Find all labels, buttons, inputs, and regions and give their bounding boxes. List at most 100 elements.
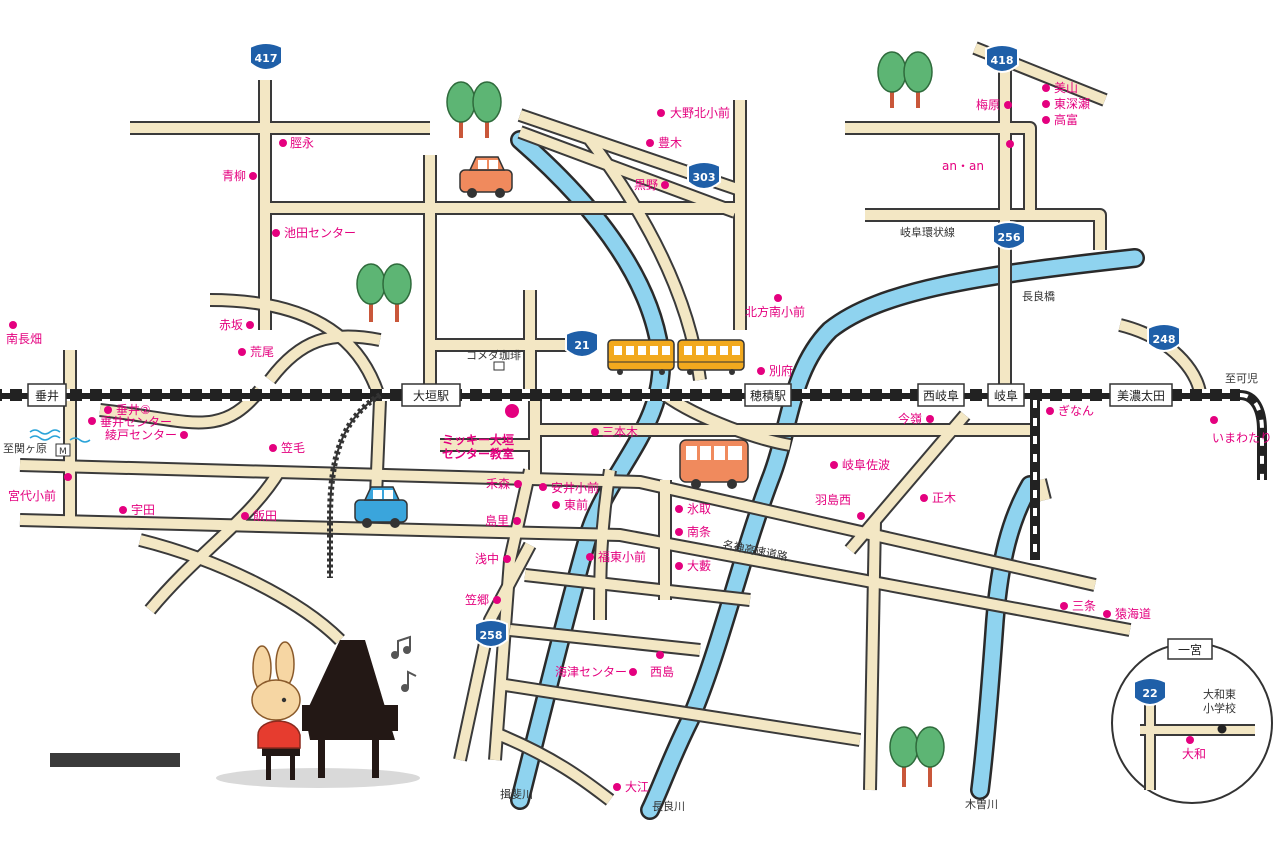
svg-text:岐阜: 岐阜 xyxy=(994,389,1018,403)
place-nanjo: 南条 xyxy=(675,524,711,539)
svg-text:青柳: 青柳 xyxy=(222,169,246,183)
place-himotori: 氷取 xyxy=(675,502,711,516)
car-icon xyxy=(459,156,513,198)
svg-text:綾戸センター: 綾戸センター xyxy=(105,427,177,442)
place-nishijima: 西島 xyxy=(650,651,674,679)
place-kaizu: 海津センター xyxy=(555,664,637,679)
place-masaki: 正木 xyxy=(920,491,956,505)
svg-text:東前: 東前 xyxy=(564,497,588,512)
svg-text:南条: 南条 xyxy=(687,524,711,539)
place-shimazato: 島里 xyxy=(485,513,521,528)
tree-icon xyxy=(356,263,412,322)
svg-text:コメダ珈琲: コメダ珈琲 xyxy=(466,348,521,362)
mascot-piano-illustration xyxy=(216,635,420,788)
nagara-river-label: 長良川 xyxy=(652,799,685,813)
svg-text:垂井②: 垂井② xyxy=(116,403,151,417)
svg-text:垂井: 垂井 xyxy=(35,389,59,403)
nagara-bridge-label: 長良橋 xyxy=(1022,289,1055,303)
route-shield-248: 248 xyxy=(1147,323,1181,352)
svg-text:梅原: 梅原 xyxy=(976,97,1000,112)
place-sarukaido: 猿海道 xyxy=(1103,606,1151,621)
svg-text:島里: 島里 xyxy=(485,513,509,528)
route-shield-303: 303 xyxy=(687,161,721,190)
svg-text:高富: 高富 xyxy=(1054,112,1078,127)
svg-text:M: M xyxy=(59,447,67,457)
svg-text:禾森: 禾森 xyxy=(486,476,510,491)
svg-text:飯田: 飯田 xyxy=(253,508,277,523)
stream-marks: M xyxy=(29,429,91,457)
place-umehara: 梅原 xyxy=(976,97,1012,112)
stations: 垂井 大垣駅 穂積駅 西岐阜 岐阜 美濃太田 xyxy=(27,383,1173,407)
place-ohnokita: 大野北小前 xyxy=(657,105,730,120)
route-shield-418: 418 xyxy=(985,44,1019,73)
svg-text:ぎなん: ぎなん xyxy=(1058,404,1094,418)
place-ginan: ぎなん xyxy=(1046,404,1094,418)
svg-text:大藪: 大藪 xyxy=(687,559,711,573)
car-icon xyxy=(354,486,408,528)
place-labels: 脛永 青柳 池田センター 大野北小前 豊木 黒野 梅原 美山 東深瀬 高富 an… xyxy=(6,81,1272,794)
station-minoota: 美濃太田 xyxy=(1109,383,1173,407)
svg-text:西島: 西島 xyxy=(650,664,674,679)
svg-text:宮代小前: 宮代小前 xyxy=(8,488,56,503)
svg-text:an・an: an・an xyxy=(942,159,984,173)
school-marker[interactable]: ミッキー大垣 センター教室 xyxy=(442,404,519,461)
gifu-ring-road-label: 岐阜環状線 xyxy=(900,225,955,239)
svg-text:赤坂: 赤坂 xyxy=(219,318,243,332)
place-aoyagi: 青柳 xyxy=(222,169,257,183)
place-miyashiro: 宮代小前 xyxy=(8,473,72,503)
to-kani-label: 至可児 xyxy=(1225,372,1258,385)
svg-text:いまわたり: いまわたり xyxy=(1212,431,1272,445)
place-tarui2: 垂井② xyxy=(104,403,151,417)
svg-text:418: 418 xyxy=(991,54,1014,67)
place-sanbongi: 三本木 xyxy=(591,425,638,439)
place-hashimanishi: 羽島西 xyxy=(815,492,865,520)
svg-text:別府: 別府 xyxy=(769,363,793,378)
svg-text:池田センター: 池田センター xyxy=(284,226,356,240)
svg-text:氷取: 氷取 xyxy=(687,502,711,516)
station-nishigifu: 西岐阜 xyxy=(917,383,965,407)
tree-icon xyxy=(877,51,933,108)
place-imawatari: いまわたり xyxy=(1210,416,1272,445)
svg-text:羽島西: 羽島西 xyxy=(815,492,851,507)
route-shield-22: 22 xyxy=(1133,677,1167,706)
svg-text:北方南小前: 北方南小前 xyxy=(745,304,805,319)
place-uta: 宇田 xyxy=(119,503,155,517)
place-gifusaba: 岐阜佐波 xyxy=(830,458,890,472)
svg-text:美濃太田: 美濃太田 xyxy=(1117,388,1165,403)
svg-text:303: 303 xyxy=(693,171,716,184)
place-higashifukase: 東深瀬 xyxy=(1042,97,1090,111)
svg-text:東深瀬: 東深瀬 xyxy=(1054,97,1090,111)
station-tarui: 垂井 xyxy=(27,383,67,407)
svg-text:三本木: 三本木 xyxy=(602,425,638,439)
svg-text:南長畑: 南長畑 xyxy=(6,331,42,346)
place-nogimori: 禾森 xyxy=(486,476,522,491)
train-icon xyxy=(607,339,745,375)
place-anan: an・an xyxy=(942,140,1014,173)
svg-text:福東小前: 福東小前 xyxy=(598,549,646,564)
svg-text:417: 417 xyxy=(255,52,278,65)
place-kurono: 黒野 xyxy=(634,178,669,192)
tree-icon xyxy=(446,81,502,138)
inset-school-line1: 大和東 xyxy=(1203,687,1236,701)
place-takatomi: 高富 xyxy=(1042,112,1078,127)
to-sekigahara-label: 至関ヶ原 xyxy=(3,442,47,455)
svg-text:笠郷: 笠郷 xyxy=(465,592,489,607)
inset-school-line2: 小学校 xyxy=(1203,701,1236,715)
inset-yamato-label: 大和 xyxy=(1182,747,1206,761)
svg-text:美山: 美山 xyxy=(1054,81,1078,95)
school-label-line2: センター教室 xyxy=(442,446,514,461)
komeda-landmark: コメダ珈琲 xyxy=(466,348,521,371)
place-yasui: 安井小前 xyxy=(539,480,599,495)
place-fukuhigashi: 福東小前 xyxy=(586,549,646,564)
inset-map-ichinomiya: 一宮 22 大和東 小学校 大和 xyxy=(1111,638,1273,804)
route-shield-21: 21 xyxy=(565,329,599,358)
svg-text:穂積駅: 穂積駅 xyxy=(750,388,786,403)
place-keiei: 脛永 xyxy=(279,136,314,150)
svg-text:浅中: 浅中 xyxy=(475,551,499,566)
place-sanjo: 三条 xyxy=(1060,599,1096,613)
svg-text:岐阜佐波: 岐阜佐波 xyxy=(842,458,890,472)
tree-icon xyxy=(889,726,945,787)
place-taruicenter: 垂井センター xyxy=(88,415,172,429)
place-ayado: 綾戸センター xyxy=(105,427,188,442)
